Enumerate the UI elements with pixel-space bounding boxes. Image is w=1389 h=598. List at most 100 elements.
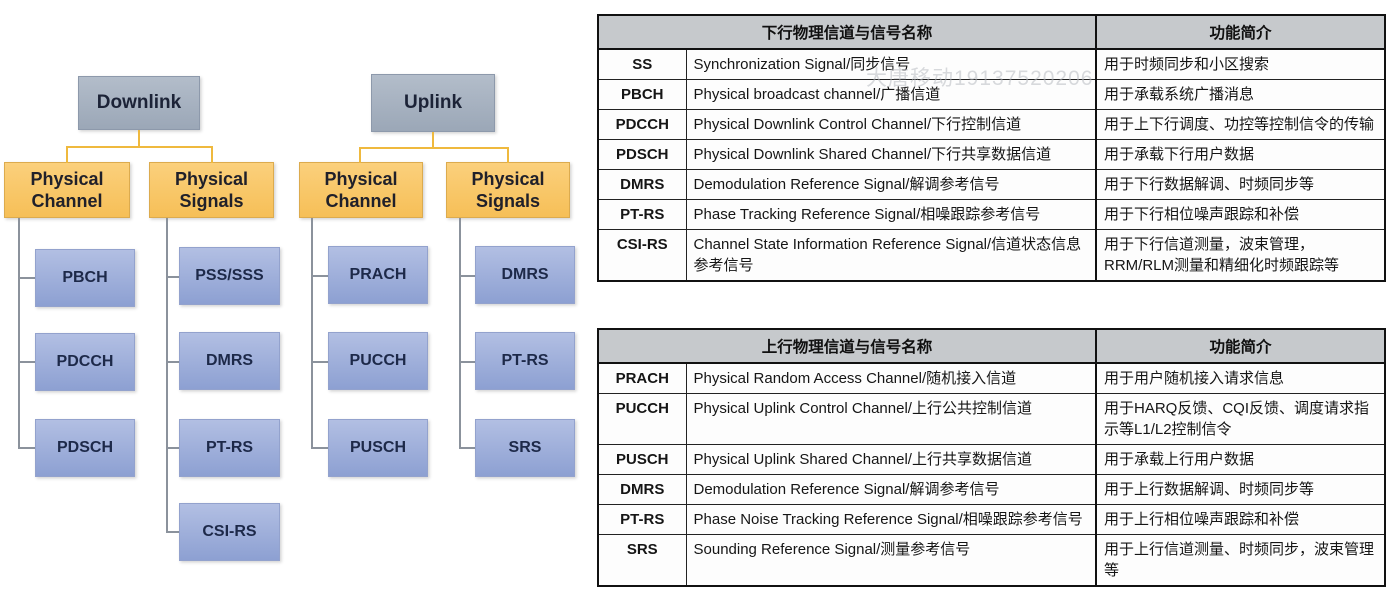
function-cell: 用于上行相位噪声跟踪和补偿 xyxy=(1095,504,1386,535)
abbr-cell: PBCH xyxy=(597,79,687,110)
leaf-box-pusch: PUSCH xyxy=(328,419,428,477)
function-cell: 用于下行信道测量，波束管理，RRM/RLM测量和精细化时频跟踪等 xyxy=(1095,229,1386,282)
connector-line xyxy=(507,147,509,163)
table-row: DMRS Demodulation Reference Signal/解调参考信… xyxy=(597,169,1386,200)
name-cell: Physical Downlink Control Channel/下行控制信道 xyxy=(685,109,1097,140)
connector-line xyxy=(166,531,179,533)
abbr-cell: PT-RS xyxy=(597,504,687,535)
leaf-box-pdsch: PDSCH xyxy=(35,419,135,477)
downlink-root-box: Downlink xyxy=(78,76,200,130)
connector-line xyxy=(311,447,328,449)
name-cell: Physical Uplink Shared Channel/上行共享数据信道 xyxy=(685,444,1097,475)
connector-line xyxy=(18,218,20,449)
leaf-box-pt-rs-ul: PT-RS xyxy=(475,332,575,390)
name-cell: Physical Random Access Channel/随机接入信道 xyxy=(685,362,1097,394)
uplink-physical-channel-box: Physical Channel xyxy=(299,162,423,218)
abbr-cell: DMRS xyxy=(597,169,687,200)
connector-line xyxy=(459,275,475,277)
function-cell: 用于上行数据解调、时频同步等 xyxy=(1095,474,1386,505)
connector-line xyxy=(66,146,68,163)
connector-line xyxy=(311,275,328,277)
leaf-box-pdcch: PDCCH xyxy=(35,333,135,391)
connector-line xyxy=(359,147,361,163)
name-cell: Demodulation Reference Signal/解调参考信号 xyxy=(685,474,1097,505)
function-cell: 用于上下行调度、功控等控制信令的传输 xyxy=(1095,109,1386,140)
leaf-box-pt-rs-dl: PT-RS xyxy=(179,419,280,477)
table-row: DMRS Demodulation Reference Signal/解调参考信… xyxy=(597,474,1386,505)
connector-line xyxy=(66,146,212,148)
name-cell: Demodulation Reference Signal/解调参考信号 xyxy=(685,169,1097,200)
name-cell: Sounding Reference Signal/测量参考信号 xyxy=(685,534,1097,587)
leaf-box-dmrs-dl: DMRS xyxy=(179,332,280,390)
abbr-cell: PDSCH xyxy=(597,139,687,170)
connector-line xyxy=(166,218,168,533)
leaf-box-pbch: PBCH xyxy=(35,249,135,307)
name-cell: Phase Tracking Reference Signal/相噪跟踪参考信号 xyxy=(685,199,1097,230)
connector-line xyxy=(166,447,179,449)
leaf-box-dmrs-ul: DMRS xyxy=(475,246,575,304)
downlink-function-header: 功能简介 xyxy=(1095,14,1386,50)
table-row: CSI-RS Channel State Information Referen… xyxy=(597,229,1386,282)
table-row: PT-RS Phase Tracking Reference Signal/相噪… xyxy=(597,199,1386,230)
table-header-row: 下行物理信道与信号名称 功能简介 xyxy=(597,14,1386,50)
connector-line xyxy=(211,146,213,163)
connector-line xyxy=(18,277,35,279)
uplink-function-header: 功能简介 xyxy=(1095,328,1386,364)
leaf-box-csi-rs: CSI-RS xyxy=(179,503,280,561)
function-cell: 用于承载上行用户数据 xyxy=(1095,444,1386,475)
function-cell: 用于用户随机接入请求信息 xyxy=(1095,362,1386,394)
connector-line xyxy=(432,132,434,147)
abbr-cell: DMRS xyxy=(597,474,687,505)
table-row: PDCCH Physical Downlink Control Channel/… xyxy=(597,109,1386,140)
downlink-physical-signals-box: Physical Signals xyxy=(149,162,274,218)
name-cell: Phase Noise Tracking Reference Signal/相噪… xyxy=(685,504,1097,535)
table-row: PBCH Physical broadcast channel/广播信道 用于承… xyxy=(597,79,1386,110)
connector-line xyxy=(166,361,179,363)
abbr-cell: PRACH xyxy=(597,362,687,394)
uplink-table: 上行物理信道与信号名称 功能简介 PRACH Physical Random A… xyxy=(597,328,1387,587)
connector-line xyxy=(311,218,313,448)
connector-line xyxy=(166,276,179,278)
connector-line xyxy=(18,361,35,363)
uplink-root-box: Uplink xyxy=(371,74,495,132)
name-cell: Channel State Information Reference Sign… xyxy=(685,229,1097,282)
leaf-box-pucch: PUCCH xyxy=(328,332,428,390)
abbr-cell: CSI-RS xyxy=(597,229,687,282)
table-row: PDSCH Physical Downlink Shared Channel/下… xyxy=(597,139,1386,170)
abbr-cell: PDCCH xyxy=(597,109,687,140)
connector-line xyxy=(18,447,35,449)
abbr-cell: PT-RS xyxy=(597,199,687,230)
connector-line xyxy=(138,130,140,147)
uplink-physical-signals-box: Physical Signals xyxy=(446,162,570,218)
name-cell: Physical Downlink Shared Channel/下行共享数据信… xyxy=(685,139,1097,170)
leaf-box-prach: PRACH xyxy=(328,246,428,304)
leaf-box-pss-sss: PSS/SSS xyxy=(179,247,280,305)
downlink-name-header: 下行物理信道与信号名称 xyxy=(597,14,1097,50)
function-cell: 用于下行数据解调、时频同步等 xyxy=(1095,169,1386,200)
connector-line xyxy=(359,147,508,149)
table-row: PUSCH Physical Uplink Shared Channel/上行共… xyxy=(597,444,1386,475)
connector-line xyxy=(459,218,461,448)
function-cell: 用于上行信道测量、时频同步，波束管理等 xyxy=(1095,534,1386,587)
downlink-physical-channel-box: Physical Channel xyxy=(4,162,130,218)
function-cell: 用于时频同步和小区搜索 xyxy=(1095,48,1386,80)
abbr-cell: SRS xyxy=(597,534,687,587)
table-row: PT-RS Phase Noise Tracking Reference Sig… xyxy=(597,504,1386,535)
leaf-box-srs: SRS xyxy=(475,419,575,477)
watermark: 大唐移动19137520206 xyxy=(866,67,1094,90)
connector-line xyxy=(459,361,475,363)
table-row: PUCCH Physical Uplink Control Channel/上行… xyxy=(597,393,1386,445)
table-row: SRS Sounding Reference Signal/测量参考信号 用于上… xyxy=(597,534,1386,587)
name-cell: Synchronization Signal/同步信号 xyxy=(685,48,1097,80)
connector-line xyxy=(459,447,475,449)
downlink-table: 下行物理信道与信号名称 功能简介 SS Synchronization Sign… xyxy=(597,14,1387,282)
function-cell: 用于HARQ反馈、CQI反馈、调度请求指示等L1/L2控制信令 xyxy=(1095,393,1386,445)
table-header-row: 上行物理信道与信号名称 功能简介 xyxy=(597,328,1386,364)
name-cell: Physical Uplink Control Channel/上行公共控制信道 xyxy=(685,393,1097,445)
abbr-cell: PUSCH xyxy=(597,444,687,475)
table-row: PRACH Physical Random Access Channel/随机接… xyxy=(597,362,1386,394)
table-row: SS Synchronization Signal/同步信号 用于时频同步和小区… xyxy=(597,48,1386,80)
abbr-cell: SS xyxy=(597,48,687,80)
function-cell: 用于承载系统广播消息 xyxy=(1095,79,1386,110)
function-cell: 用于下行相位噪声跟踪和补偿 xyxy=(1095,199,1386,230)
